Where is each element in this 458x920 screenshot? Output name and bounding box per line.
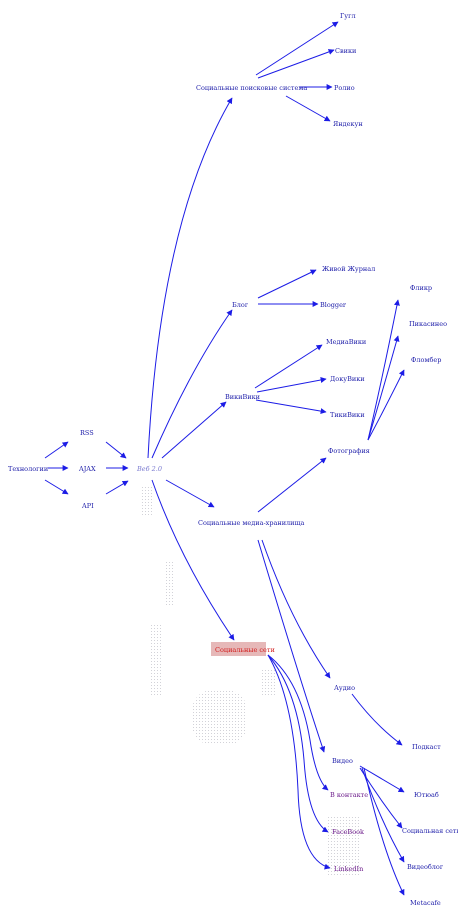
node-flickr[interactable]: Фликр — [410, 284, 432, 292]
node-dokuwiki[interactable]: ДокуВики — [330, 375, 365, 383]
node-youtube[interactable]: Ютюаб — [414, 791, 439, 799]
node-rolio[interactable]: Ролио — [334, 84, 355, 92]
node-social[interactable]: Социальные сети — [215, 646, 275, 654]
node-api[interactable]: API — [81, 502, 94, 510]
node-metacafe[interactable]: Metacafe — [410, 899, 441, 907]
background-artifacts — [140, 485, 360, 875]
social-highlight-box — [211, 642, 266, 656]
node-ajax[interactable]: AJAX — [78, 465, 96, 473]
node-web20[interactable]: Веб 2.0 — [136, 465, 162, 473]
node-picasa[interactable]: Пикасинео — [409, 320, 447, 328]
node-mediawiki[interactable]: МедиаВики — [326, 338, 366, 346]
node-photo[interactable]: Фотография — [328, 447, 370, 455]
node-search[interactable]: Социальные поисковые система — [196, 84, 307, 92]
edges — [44, 21, 405, 896]
node-vk[interactable]: В контакте — [330, 791, 368, 799]
node-lj[interactable]: Живой Журнал — [322, 265, 375, 273]
node-fotomber[interactable]: Фломбер — [411, 356, 441, 364]
node-videoblog[interactable]: Видеоблог — [407, 863, 444, 871]
node-svik[interactable]: Свики — [335, 47, 356, 55]
node-audio[interactable]: Аудио — [334, 684, 355, 692]
node-technologies[interactable]: Технологии — [8, 465, 48, 473]
node-tikiwiki[interactable]: ТикиВики — [330, 411, 365, 419]
node-gugl[interactable]: Гугл — [340, 12, 356, 20]
node-yaksun[interactable]: Яндекун — [333, 120, 363, 128]
node-blog[interactable]: Блог — [232, 301, 249, 309]
node-podcast[interactable]: Подкаст — [412, 743, 441, 751]
node-video[interactable]: Видео — [332, 757, 353, 765]
node-linkedin[interactable]: LinkedIn — [334, 865, 363, 873]
node-blogger[interactable]: Blogger — [320, 301, 347, 309]
labels: Технологии RSS AJAX API Веб 2.0 Социальн… — [8, 12, 458, 907]
node-facebook[interactable]: FaceBook — [332, 828, 364, 836]
node-wiki[interactable]: ВикиВики — [225, 393, 260, 401]
node-rss[interactable]: RSS — [80, 429, 94, 437]
node-media[interactable]: Социальные медиа-хранилища — [198, 519, 305, 527]
node-socvideo[interactable]: Социальная сеть — [402, 827, 458, 835]
